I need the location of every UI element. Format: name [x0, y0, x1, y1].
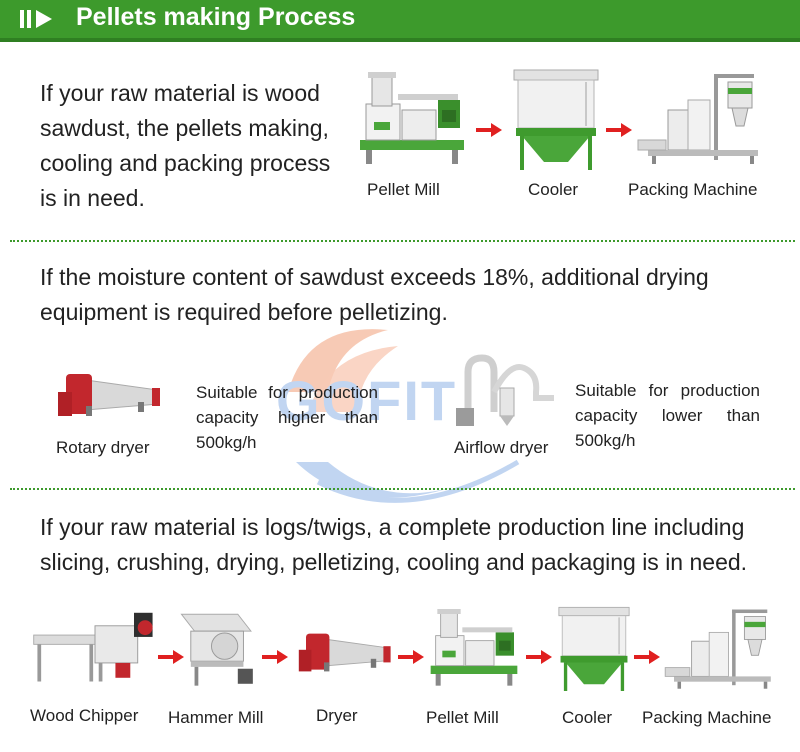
note-line: 500kg/h — [575, 431, 636, 450]
arrow-right-icon — [398, 650, 424, 664]
header-underline — [0, 38, 800, 42]
section2-line: equipment is required before pelletizing… — [40, 299, 448, 325]
pellet-mill-caption: Pellet Mill — [367, 180, 440, 199]
cooler-caption: Cooler — [528, 180, 579, 199]
divider — [10, 488, 795, 490]
packing-machine-image — [656, 606, 780, 694]
cooler-caption: Cooler — [562, 708, 613, 727]
section2-line: If the moisture content of sawdust excee… — [40, 264, 709, 290]
section1-line: sawdust, the pellets making, — [40, 115, 329, 141]
note-line: capacity lower than — [575, 406, 760, 425]
hammer-mill-image — [172, 606, 266, 692]
section3-line: slicing, crushing, drying, pelletizing, … — [40, 549, 748, 575]
rotary-dryer-image — [46, 360, 166, 420]
divider — [10, 240, 795, 242]
rotary-dryer-caption: Rotary dryer — [56, 438, 150, 457]
page-title: Pellets making Process — [76, 3, 356, 31]
dryer-image — [288, 618, 396, 678]
arrow-right-icon — [262, 650, 288, 664]
section1-line: is in need. — [40, 185, 145, 211]
dryer-caption: Dryer — [316, 706, 358, 725]
header-bar: Pellets making Process — [0, 0, 800, 38]
packing-machine-caption: Packing Machine — [642, 708, 772, 727]
hammer-mill-caption: Hammer Mill — [168, 708, 264, 727]
section3-text: If your raw material is logs/twigs, a co… — [40, 510, 747, 580]
arrow-right-icon — [526, 650, 552, 664]
wood-chipper-image — [30, 606, 160, 692]
cooler-image — [506, 66, 606, 176]
pellet-mill-caption: Pellet Mill — [426, 708, 499, 727]
cooler-image — [552, 604, 636, 696]
wood-chipper-caption: Wood Chipper — [30, 706, 139, 725]
airflow-dryer-note: Suitable for production capacity lower t… — [575, 378, 760, 453]
note-line: 500kg/h — [196, 433, 257, 452]
airflow-dryer-image — [450, 352, 560, 432]
rotary-dryer-note: Suitable for production capacity higher … — [196, 380, 378, 455]
double-chevron-icon — [20, 10, 52, 28]
note-line: Suitable for production — [575, 381, 760, 400]
section1-line: If your raw material is wood — [40, 80, 320, 106]
watermark-text: GOFIT — [276, 369, 458, 432]
pellet-mill-image — [424, 606, 524, 692]
note-line: Suitable for production — [196, 383, 378, 402]
section3-line: If your raw material is logs/twigs, a co… — [40, 514, 745, 540]
arrow-right-icon — [476, 123, 502, 137]
section1-text: If your raw material is wood sawdust, th… — [40, 76, 330, 216]
pellet-mill-image — [352, 70, 472, 170]
airflow-dryer-caption: Airflow dryer — [454, 438, 549, 457]
packing-machine-image — [628, 70, 768, 170]
note-line: capacity higher than — [196, 408, 378, 427]
packing-machine-caption: Packing Machine — [628, 180, 758, 199]
section1-line: cooling and packing process — [40, 150, 331, 176]
section2-text: If the moisture content of sawdust excee… — [40, 260, 709, 330]
